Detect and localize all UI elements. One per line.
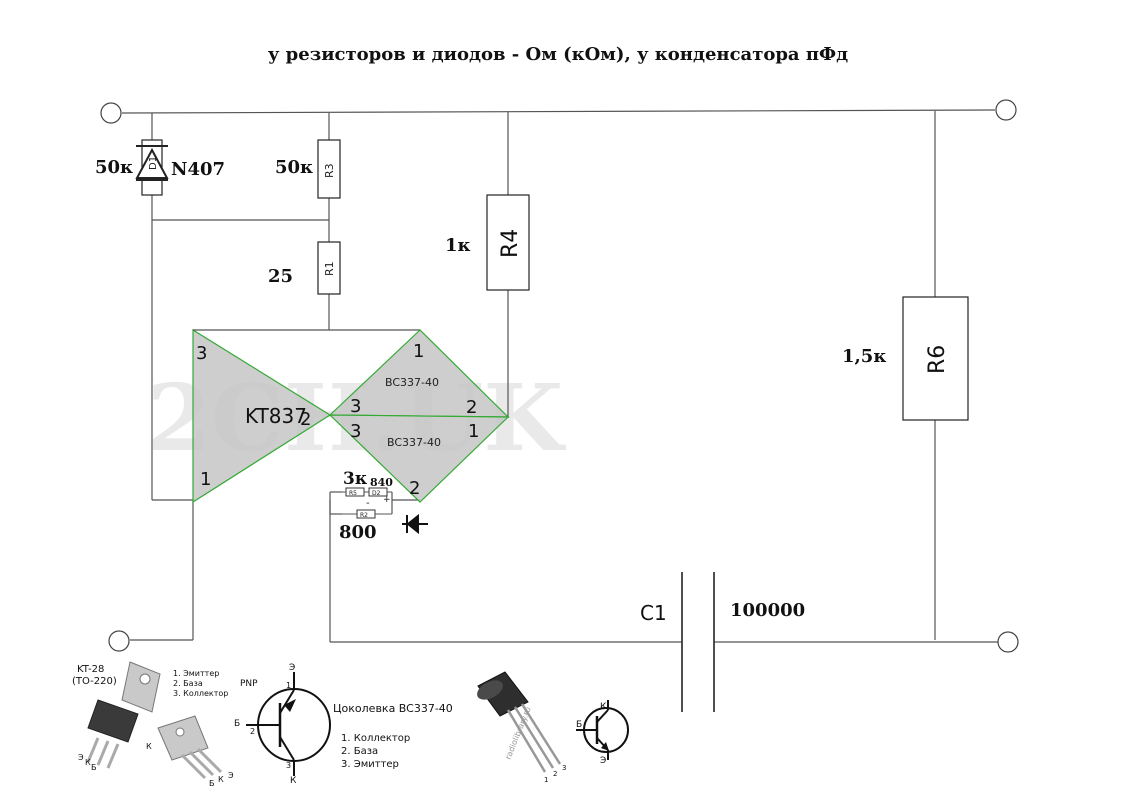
to220-back-k2: К	[218, 775, 224, 784]
bc337-pin-1: 1. Коллектор	[341, 733, 410, 744]
r2-ref: R2	[360, 512, 368, 519]
terminal-bottom-right	[997, 631, 1019, 653]
to92-pin-2: 2	[553, 770, 557, 778]
to220-pin-list-2: 2. База	[173, 679, 203, 688]
npn-symbol	[576, 700, 629, 760]
diode-symbol	[402, 513, 428, 535]
c1-ref: C1	[640, 601, 667, 625]
terminal-top-right	[995, 99, 1017, 121]
terminal-top-left	[100, 102, 122, 124]
to220-package-icon	[86, 661, 161, 769]
npn-e: Э	[600, 756, 606, 766]
d1-value: 50к	[95, 157, 133, 178]
bc337-pin-3: 3. Эмиттер	[341, 759, 399, 770]
bc337-top-label: BC337-40	[385, 376, 439, 389]
r1-value: 25	[268, 266, 293, 287]
pnp-e: Э	[289, 663, 295, 673]
to220-pin-e: Э	[78, 753, 84, 762]
diode-d1: D1	[135, 139, 169, 196]
wires	[121, 109, 998, 643]
resistor-r3	[317, 139, 341, 199]
pnp-b: Б	[234, 719, 240, 729]
small-network: R5 D2 - + R2	[342, 487, 392, 519]
bc337-top-pin2: 2	[466, 397, 477, 418]
to220-pin-list-3: 3. Коллектор	[173, 689, 228, 698]
pnp-num-3: 3	[286, 761, 291, 770]
to220-label-1: KT-28	[77, 664, 104, 675]
transistor-bc337-bottom	[328, 414, 510, 503]
to220-back-k: К	[146, 742, 152, 751]
npn-k: К	[600, 702, 607, 712]
kt837-label: KT837	[245, 404, 307, 428]
d2-minus: -	[366, 498, 370, 509]
d1-part: N407	[171, 159, 225, 180]
r3-value: 50к	[275, 157, 313, 178]
bc337-bottom-pin3: 3	[350, 421, 361, 442]
r4-ref: R4	[498, 229, 523, 258]
kt837-pin-base: 2	[300, 409, 311, 430]
r3-ref: R3	[323, 163, 336, 178]
to220-back-b: Б	[209, 779, 215, 788]
c1-value: 100000	[730, 600, 805, 621]
to220-legend: KT-28 (TO-220) Э К Б 1. Эмиттер 2. База …	[72, 661, 234, 788]
terminals	[100, 99, 1019, 653]
r1-ref: R1	[323, 261, 336, 276]
kt837-pin-collector: 3	[196, 343, 207, 364]
to220-label-2: (TO-220)	[72, 676, 117, 687]
kt837-pin-emitter: 1	[200, 469, 211, 490]
r5-value: 3к	[343, 469, 368, 489]
r6-ref: R6	[925, 345, 950, 374]
pnp-num-2: 2	[250, 727, 255, 736]
resistor-r1	[317, 241, 341, 295]
pnp-k: К	[290, 776, 297, 786]
resistor-r4	[486, 194, 530, 291]
to220-pin-k: К	[85, 758, 91, 767]
to220-pin-b: Б	[91, 763, 97, 772]
bc337-bottom-pin2: 2	[409, 478, 420, 499]
pnp-title: PNP	[240, 679, 258, 689]
r5-ref: R5	[349, 490, 357, 497]
to92-pin-3: 3	[562, 764, 566, 772]
npn-b: Б	[576, 720, 582, 730]
d2-plus: +	[383, 495, 391, 505]
d2-ref: D2	[372, 490, 381, 497]
pnp-num-1: 1	[286, 681, 291, 690]
transistor-kt837	[192, 328, 332, 504]
bc337-pin-2: 2. База	[341, 746, 378, 757]
bc337-top-pin1: 1	[413, 341, 424, 362]
to92-package-icon: radiolibrary.ru	[477, 671, 562, 773]
resistor-r6	[902, 296, 969, 421]
d2-value: 840	[370, 476, 393, 489]
to220-pin-list-1: 1. Эмиттер	[173, 669, 219, 678]
r2-value: 800	[339, 522, 377, 543]
r6-value: 1,5к	[842, 346, 886, 367]
to220-back-icon	[157, 715, 223, 780]
bc337-bottom-label: BC337-40	[387, 436, 441, 449]
bc337-bottom-pin1: 1	[468, 421, 479, 442]
bc337-top-pin3: 3	[350, 396, 361, 417]
r4-value: 1к	[445, 235, 471, 256]
to220-back-e: Э	[228, 771, 234, 780]
page-title: у резисторов и диодов - Ом (кОм), у конд…	[268, 44, 848, 65]
capacitor-c1	[681, 572, 715, 712]
pnp-symbol: PNP Э 1 Б 2 3 К	[234, 663, 331, 786]
to92-pin-1: 1	[544, 776, 548, 784]
terminal-bottom-left	[108, 630, 130, 652]
bc337-pinout-title: Цоколевка BC337-40	[333, 702, 453, 715]
d1-ref: D1	[148, 156, 159, 170]
